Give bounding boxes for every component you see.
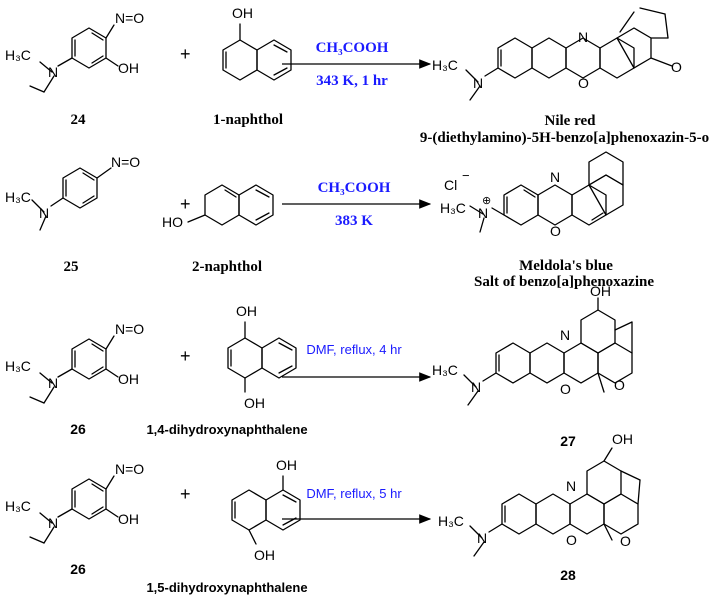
amine-nitrogen: N	[39, 205, 49, 221]
methyl-group: H₃C	[438, 513, 464, 529]
plus-sign-4: +	[180, 484, 191, 504]
hydroxyl-group: OH	[590, 283, 611, 299]
amine-nitrogen: N	[473, 75, 483, 91]
hydroxyl-group: OH	[254, 547, 275, 563]
naphthol-2-structure: HO	[162, 184, 274, 230]
reagent-1: CH₃COOH	[316, 40, 389, 56]
product-desc-2: Salt of benzo[a]phenoxazine	[474, 274, 654, 290]
ring-oxygen: O	[550, 223, 561, 239]
amine-nitrogen: N	[471, 379, 481, 395]
plus-sign-3: +	[180, 346, 191, 366]
reagent-2: CH₃COOH	[318, 180, 391, 196]
carbonyl-oxygen: O	[620, 533, 631, 549]
plus-sign-2: +	[180, 194, 191, 214]
hydroxyl-group: OH	[232, 5, 253, 21]
partner-name-3: 1,4-dihydroxynaphthalene	[146, 422, 307, 437]
chloride-charge: −	[462, 168, 470, 183]
hydroxyl-group: HO	[162, 214, 183, 230]
hydroxyl-group: OH	[118, 60, 139, 76]
partner-name-1: 1-naphthol	[213, 112, 283, 128]
dihydroxynaphthalene-14-structure: OH OH	[227, 303, 297, 411]
reaction-3: N=O OH N H₃C 26 + OH OH 1,4-dihydroxynap…	[5, 283, 633, 449]
methyl-group: H₃C	[5, 47, 31, 63]
plus-sign-1: +	[180, 44, 191, 64]
compound-27-structure: OH N O O N H₃C	[432, 283, 633, 406]
iminium-nitrogen: N	[478, 205, 488, 221]
product-iupac-1: 9-(diethylamino)-5H-benzo[a]phenoxazin-5…	[420, 130, 709, 146]
hydroxyl-group: OH	[612, 431, 633, 447]
product-name-2: Meldola's blue	[519, 258, 613, 274]
partner-name-2: 2-naphthol	[192, 259, 262, 275]
reaction-4: N=O OH N H₃C 26 + OH OH 1,5-dihydroxynap…	[5, 431, 641, 595]
meldolas-blue-structure: Cl − N O N ⊕ H₃C	[440, 151, 624, 239]
product-name-1: Nile red	[545, 113, 597, 129]
condition-1: 343 K, 1 hr	[316, 73, 388, 89]
ring-nitrogen: N	[578, 29, 588, 45]
carbonyl-oxygen: O	[671, 59, 682, 75]
condition-2: 383 K	[335, 213, 373, 229]
ring-nitrogen: N	[566, 478, 576, 494]
methyl-group: H₃C	[5, 358, 31, 374]
carbonyl-oxygen: O	[614, 377, 625, 393]
compound-25-structure: N=O N H₃C	[5, 154, 140, 231]
amine-nitrogen: N	[48, 64, 58, 80]
amine-nitrogen: N	[48, 515, 58, 531]
amine-nitrogen: N	[477, 530, 487, 546]
nitroso-group: N=O	[111, 154, 140, 170]
condition-4: DMF, reflux, 5 hr	[306, 486, 402, 501]
hydroxyl-group: OH	[236, 303, 257, 319]
chloride-ion: Cl	[444, 177, 457, 193]
ring-oxygen: O	[566, 532, 577, 548]
ring-nitrogen: N	[560, 327, 570, 343]
methyl-group: H₃C	[432, 57, 458, 73]
ring-oxygen: O	[560, 381, 571, 397]
partner-name-4: 1,5-dihydroxynaphthalene	[146, 580, 307, 595]
hydroxyl-group: OH	[244, 395, 265, 411]
compound-28-structure: OH N O O N H₃C	[438, 431, 641, 557]
hydroxyl-group: OH	[276, 457, 297, 473]
product-label-27: 27	[560, 433, 576, 449]
nitroso-group: N=O	[115, 10, 144, 26]
methyl-group: H₃C	[5, 498, 31, 514]
amine-nitrogen: N	[48, 375, 58, 391]
compound-26b-structure: N=O OH N H₃C	[5, 461, 144, 544]
compound-label-25: 25	[64, 259, 79, 275]
reaction-1: N=O OH N H₃C 24 + OH 1-naphthol CH₃COOH …	[5, 5, 709, 146]
iminium-charge: ⊕	[482, 195, 491, 207]
product-label-28: 28	[560, 567, 576, 583]
dihydroxynaphthalene-15-structure: OH OH	[231, 457, 301, 563]
naphthol-1-structure: OH	[222, 5, 292, 81]
compound-label-26b: 26	[70, 561, 86, 577]
ring-nitrogen: N	[550, 169, 560, 185]
compound-label-24: 24	[71, 112, 87, 128]
compound-26-structure: N=O OH N H₃C	[5, 321, 144, 404]
ring-oxygen: O	[578, 75, 589, 91]
methyl-group: H₃C	[5, 189, 31, 205]
hydroxyl-group: OH	[118, 511, 139, 527]
nitroso-group: N=O	[115, 321, 144, 337]
compound-label-26a: 26	[70, 421, 86, 437]
nitroso-group: N=O	[115, 461, 144, 477]
methyl-group: H₃C	[432, 362, 458, 378]
methyl-group: H₃C	[440, 200, 466, 216]
compound-24-structure: N=O OH N H₃C	[5, 10, 144, 93]
nile-red-structure: N O O N H₃C	[432, 7, 682, 101]
reaction-2: N=O N H₃C 25 + HO 2-naphthol CH₃COOH 383…	[5, 151, 654, 290]
hydroxyl-group: OH	[118, 371, 139, 387]
condition-3: DMF, reflux, 4 hr	[306, 342, 402, 357]
